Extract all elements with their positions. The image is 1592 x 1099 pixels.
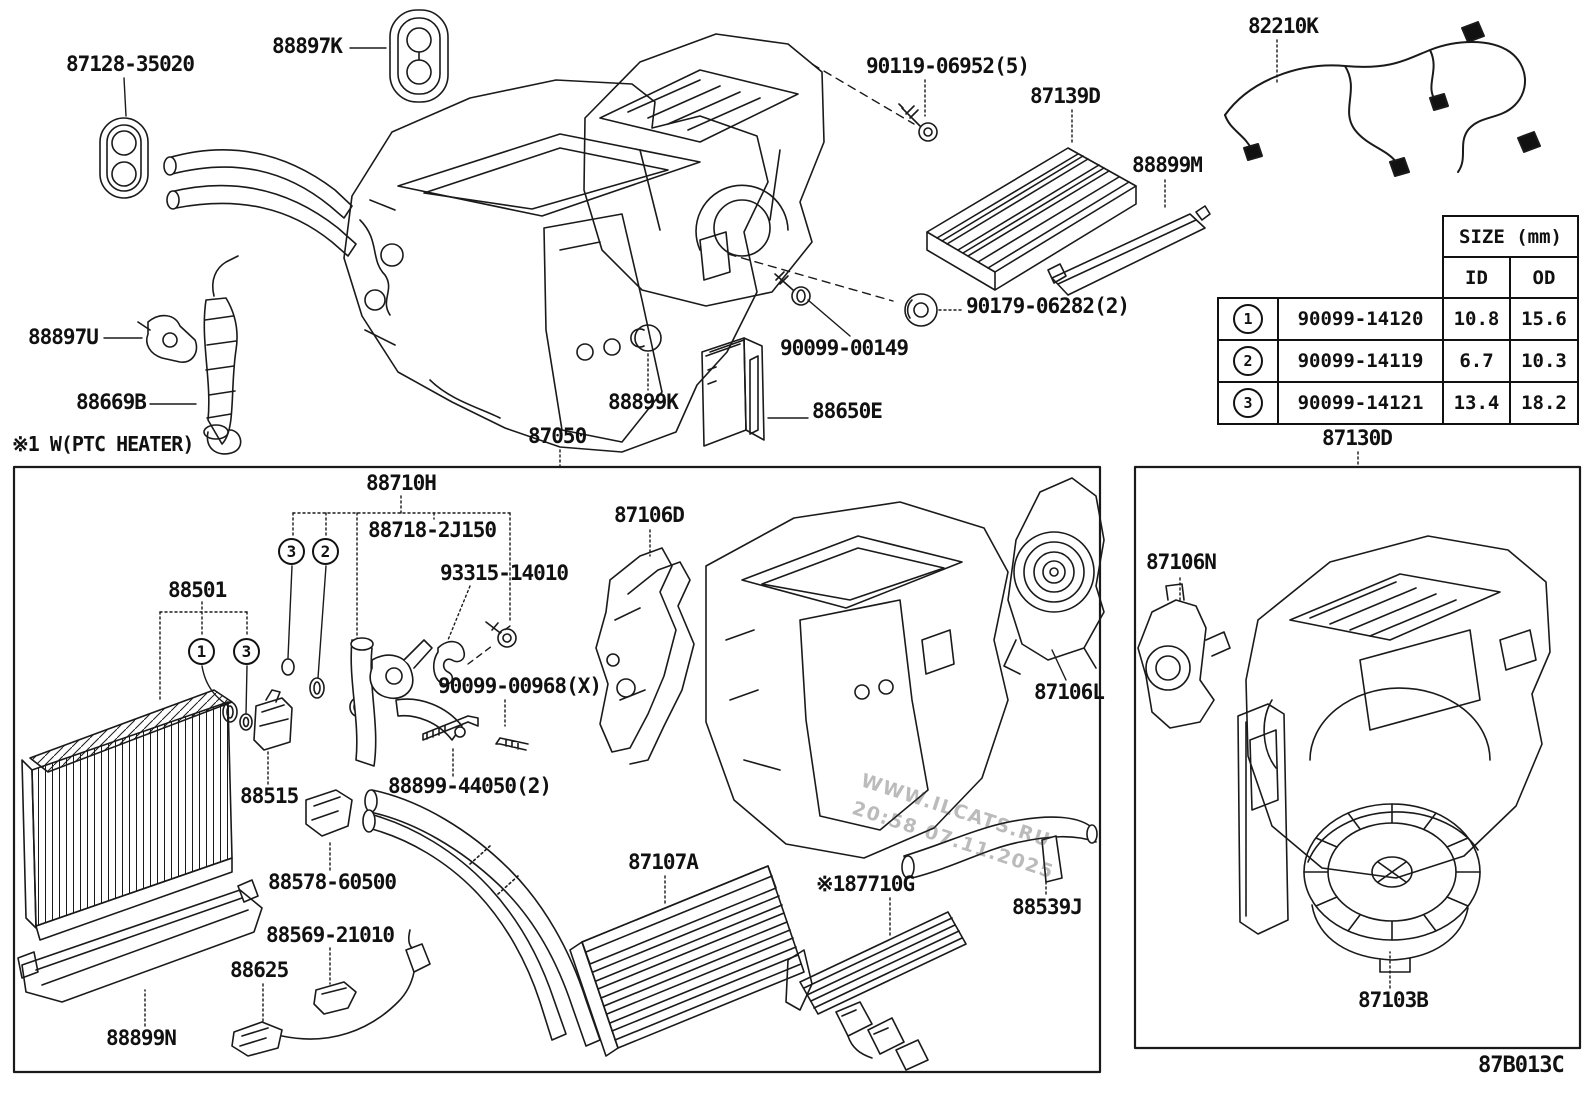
size-table-od-cell: 10.3 bbox=[1509, 339, 1579, 383]
size-table-part-cell: 90099-14120 bbox=[1277, 297, 1444, 341]
blower-case-87130D bbox=[1237, 535, 1551, 935]
hvac-case-center bbox=[705, 501, 1009, 859]
ac-pipes bbox=[163, 149, 357, 257]
diagram-code: 87B013C bbox=[1478, 1053, 1565, 1078]
bolts-90099-00968 bbox=[422, 621, 529, 751]
hvac-case-front-87050 bbox=[343, 79, 769, 453]
size-table-ref-cell: 2 bbox=[1217, 339, 1279, 383]
heater-pipes bbox=[362, 789, 601, 1047]
part-label-88650E: 88650E bbox=[812, 399, 883, 423]
drain-tray-88899N bbox=[17, 879, 263, 1003]
clamp-88578-60500 bbox=[305, 789, 353, 837]
part-label-90179-06282: 90179-06282(2) bbox=[966, 294, 1130, 318]
table-callout-3: 3 bbox=[1233, 388, 1263, 418]
part-label-87050: 87050 bbox=[528, 424, 587, 448]
part-label-88515: 88515 bbox=[240, 784, 299, 808]
grommet-87128-35020 bbox=[99, 117, 149, 199]
thermistor-93315 bbox=[432, 640, 466, 686]
gasket-88897K bbox=[389, 9, 449, 103]
part-label-87710G: ※187710G bbox=[816, 872, 915, 896]
size-table-id-cell: 6.7 bbox=[1442, 339, 1511, 383]
cabin-air-filter-87139D bbox=[926, 147, 1137, 291]
table-callout-1: 1 bbox=[1233, 304, 1263, 334]
callout-1: 1 bbox=[188, 638, 215, 665]
size-table-ref-cell: 1 bbox=[1217, 297, 1279, 341]
callout-3: 3 bbox=[278, 538, 305, 565]
leader-lines bbox=[103, 39, 1391, 1027]
part-label-88899N: 88899N bbox=[106, 1026, 177, 1050]
main-assembly-box bbox=[12, 465, 1102, 1074]
filter-cover-88899M bbox=[1047, 205, 1211, 296]
part-label-87106N: 87106N bbox=[1146, 550, 1217, 574]
size-table-id-cell: 10.8 bbox=[1442, 297, 1511, 341]
part-label-88569-21010: 88569-21010 bbox=[266, 923, 395, 947]
servo-87106N bbox=[1137, 583, 1231, 729]
screw-90119-06952 bbox=[898, 103, 938, 142]
o-rings bbox=[222, 658, 365, 731]
size-table-title: SIZE (mm) bbox=[1442, 215, 1579, 258]
part-label-87107A: 87107A bbox=[628, 850, 699, 874]
callout-2: 2 bbox=[312, 538, 339, 565]
blower-motor-87103B bbox=[1303, 803, 1481, 973]
wire-harness-82210K bbox=[1224, 21, 1541, 177]
part-label-88539J: 88539J bbox=[1012, 895, 1083, 919]
part-label-87130D: 87130D bbox=[1322, 426, 1393, 450]
grommet-90179-06282 bbox=[904, 293, 938, 327]
hose-88539J bbox=[901, 816, 1098, 883]
size-table-part-cell: 90099-14119 bbox=[1277, 339, 1444, 383]
part-label-88718-2J150: 88718-2J150 bbox=[368, 518, 497, 542]
part-label-90099-00149: 90099-00149 bbox=[780, 336, 909, 360]
size-table-ref-cell: 3 bbox=[1217, 381, 1279, 425]
evaporator-88501 bbox=[21, 689, 233, 941]
part-label-88897K: 88897K bbox=[272, 34, 343, 58]
size-table-od-cell: 15.6 bbox=[1509, 297, 1579, 341]
valve-88897U bbox=[137, 314, 198, 363]
heater-pipe-assy-88710H bbox=[350, 637, 466, 767]
part-label-88710H: 88710H bbox=[366, 471, 437, 495]
servo-87106L bbox=[1003, 477, 1105, 675]
part-label-90119-06952: 90119-06952(5) bbox=[866, 54, 1030, 78]
part-label-88899-44050: 88899-44050(2) bbox=[388, 774, 552, 798]
size-table-part-cell: 90099-14121 bbox=[1277, 381, 1444, 425]
part-label-88501: 88501 bbox=[168, 578, 227, 602]
heater-core-87107A bbox=[569, 865, 805, 1057]
part-label-93315-14010: 93315-14010 bbox=[440, 561, 569, 585]
screw-90099-00149 bbox=[774, 271, 811, 306]
part-label-87106L: 87106L bbox=[1034, 680, 1105, 704]
part-label-87106D: 87106D bbox=[614, 503, 685, 527]
part-label-90099-00968: 90099-00968(X) bbox=[438, 674, 602, 698]
amplifier-88650E bbox=[701, 337, 765, 447]
part-label-88669B: 88669B bbox=[76, 390, 147, 414]
packing-plate-87106D bbox=[595, 547, 695, 765]
callout-3b: 3 bbox=[233, 638, 260, 665]
size-table-col-od: OD bbox=[1509, 256, 1579, 299]
ptc-heater-note: ※1 W(PTC HEATER) bbox=[12, 432, 194, 456]
size-table-id-cell: 13.4 bbox=[1442, 381, 1511, 425]
part-label-88578-60500: 88578-60500 bbox=[268, 870, 397, 894]
part-label-88897U: 88897U bbox=[28, 325, 99, 349]
grommet-88899K bbox=[630, 324, 662, 352]
part-label-87128-35020: 87128-35020 bbox=[66, 52, 195, 76]
hvac-case-rear bbox=[583, 33, 825, 307]
expansion-valve-88515 bbox=[253, 689, 293, 751]
hose-88669B bbox=[203, 255, 242, 455]
part-label-88899M: 88899M bbox=[1132, 153, 1203, 177]
ptc-heater-87710G bbox=[785, 911, 967, 1071]
wire-88625 bbox=[231, 929, 431, 1057]
clamp-88569-21010 bbox=[313, 981, 357, 1015]
part-label-87103B: 87103B bbox=[1358, 988, 1429, 1012]
part-label-88899K: 88899K bbox=[608, 390, 679, 414]
blower-assembly-box bbox=[1133, 465, 1582, 1050]
part-label-87139D: 87139D bbox=[1030, 84, 1101, 108]
part-label-88625: 88625 bbox=[230, 958, 289, 982]
table-callout-2: 2 bbox=[1233, 346, 1263, 376]
size-table-col-id: ID bbox=[1442, 256, 1511, 299]
part-label-82210K: 82210K bbox=[1248, 14, 1319, 38]
size-table-od-cell: 18.2 bbox=[1509, 381, 1579, 425]
